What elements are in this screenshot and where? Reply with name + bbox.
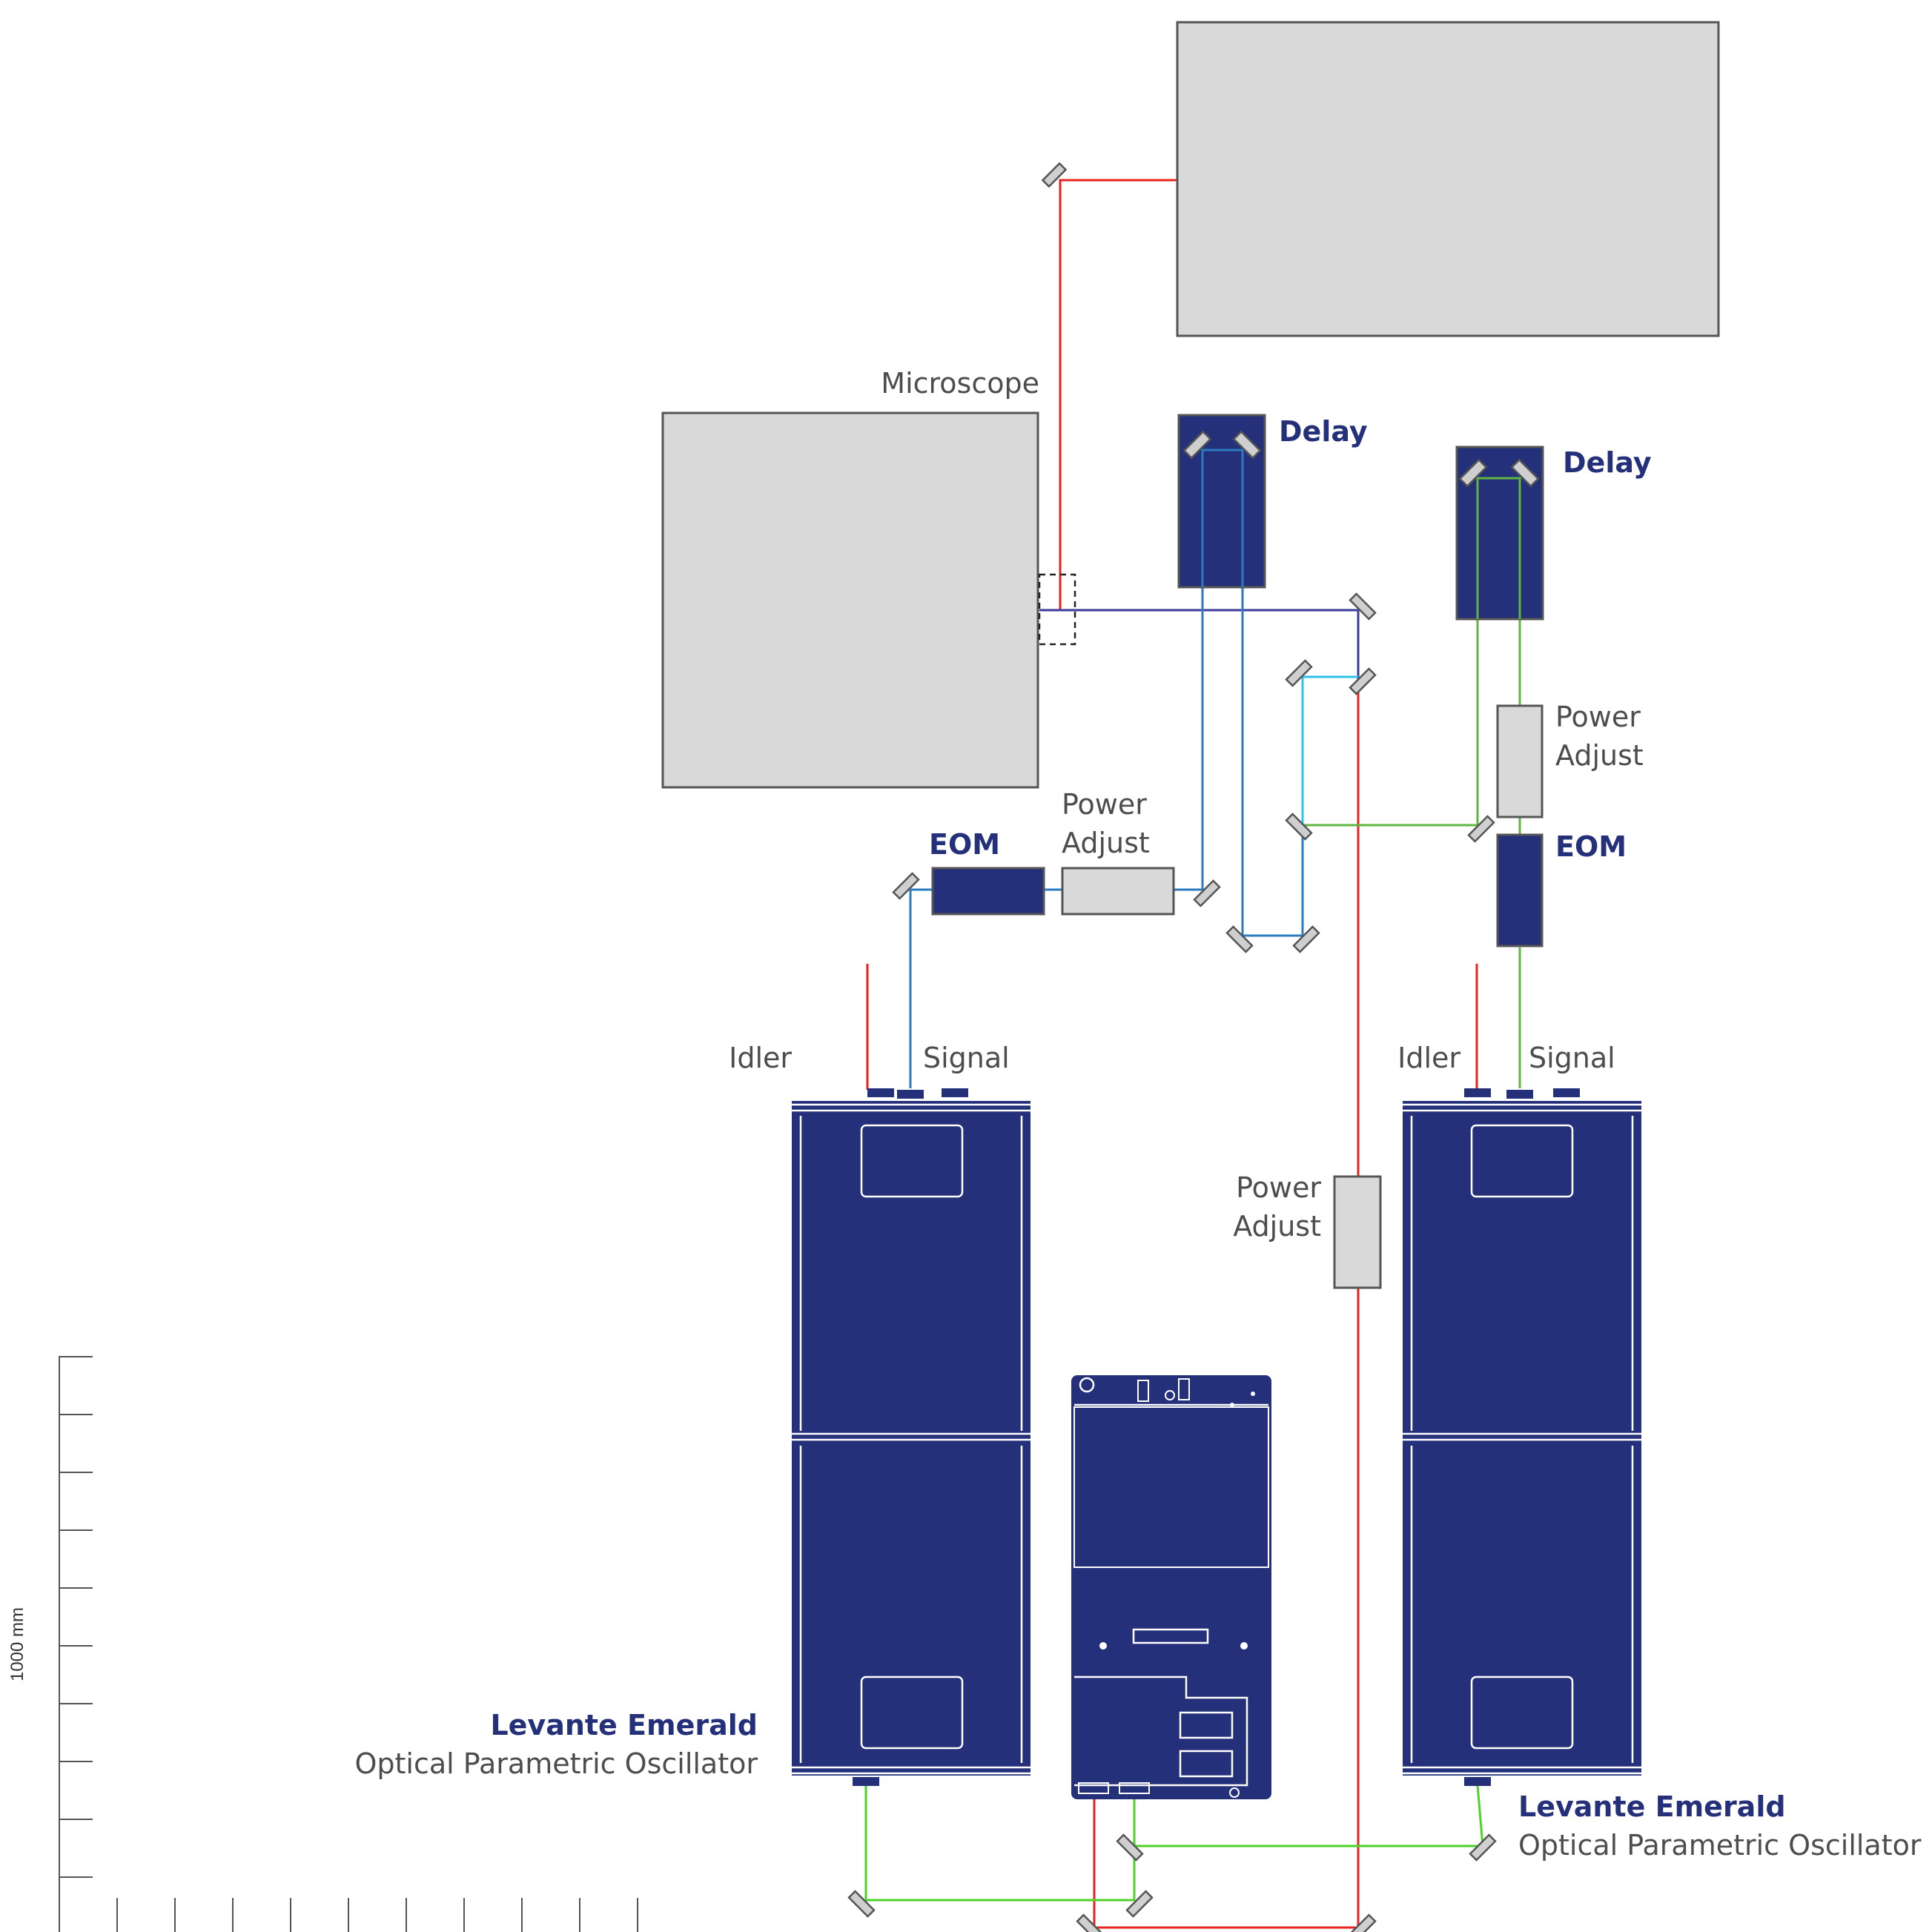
delay-stage-left: [1177, 414, 1266, 589]
mirror-delay-l1: [1182, 430, 1212, 460]
mirror-red-bottom-left: [1076, 1913, 1104, 1932]
power-adjust-center-line2: Adjust: [1062, 827, 1150, 859]
power-adjust-pump-line1: Power: [1236, 1171, 1321, 1204]
mirror-blue-right: [1193, 879, 1221, 907]
mirror-green-bottom-1: [847, 1890, 876, 1918]
delay-label-left: Delay: [1279, 415, 1368, 448]
opo-right-desc: Optical Parametric Oscillator: [1518, 1829, 1922, 1862]
signal-label-left: Signal: [923, 1042, 1010, 1074]
eom-right: [1496, 833, 1544, 947]
delay-right-beam: [1476, 477, 1521, 619]
opo-right-idler-port: [1464, 1088, 1491, 1097]
green-pump-beams: [864, 1784, 1484, 1902]
power-adjust-center: [1061, 867, 1175, 916]
pump-laser-unit: [1071, 1375, 1271, 1799]
mirrors: [847, 162, 1540, 1932]
eom-label-right: EOM: [1555, 830, 1627, 863]
opo-left-pump-port: [853, 1777, 879, 1786]
mirror-red-bottom-right: [1349, 1913, 1377, 1932]
opo-left-body: [792, 1101, 1030, 1776]
opo-left-window-top: [860, 1124, 964, 1198]
power-adjust-pump-line2: Adjust: [1233, 1210, 1321, 1243]
mirror-combiner: [1349, 592, 1377, 621]
power-adjust-right-line2: Adjust: [1555, 739, 1644, 772]
power-adjust-pump: [1333, 1175, 1382, 1289]
mirror-bottom-left: [1225, 925, 1254, 953]
mirror-bottom-right: [1292, 925, 1320, 953]
opo-left-desc: Optical Parametric Oscillator: [355, 1747, 758, 1780]
power-adjust-right-line1: Power: [1555, 701, 1641, 733]
pump-beam-red: [866, 179, 1478, 1929]
power-adjust-right: [1496, 704, 1544, 818]
opo-left-name: Levante Emerald: [490, 1709, 758, 1741]
opo-right: [1403, 1088, 1641, 1786]
mirror-green-bottom-4: [1469, 1833, 1497, 1862]
opo-left-aux-port: [942, 1088, 968, 1097]
signal-label-right: Signal: [1529, 1042, 1615, 1074]
opo-right-window-bottom: [1470, 1675, 1574, 1750]
mirror-green-bottom-2: [1125, 1890, 1154, 1918]
opo-right-name: Levante Emerald: [1518, 1790, 1786, 1823]
opo-right-window-top: [1470, 1124, 1574, 1198]
pump-laser-body: [1071, 1375, 1271, 1799]
mirror-blue-left: [892, 872, 920, 900]
idler-label-right: Idler: [1397, 1042, 1460, 1074]
opo-right-pump-port: [1464, 1777, 1491, 1786]
opo-left-idler-port: [867, 1088, 894, 1097]
scale-label: 1000 mm: [7, 1607, 27, 1681]
opo-left-signal-port: [897, 1090, 924, 1099]
microscope-box: [661, 411, 1039, 789]
mirror-cyan-top: [1285, 659, 1313, 687]
eom-label-left: EOM: [929, 828, 1000, 861]
power-adjust-center-line1: Power: [1062, 788, 1147, 821]
top-laser-box: [1176, 21, 1720, 337]
microscope-label: Microscope: [881, 367, 1039, 400]
opo-right-aux-port: [1553, 1088, 1580, 1097]
mirror-delay-r1: [1458, 458, 1488, 488]
opo-left: [792, 1088, 1030, 1786]
eom-left: [931, 867, 1045, 916]
opo-left-window-bottom: [860, 1675, 964, 1750]
mirror-green-bottom-3: [1116, 1833, 1144, 1862]
combined-beam: [1039, 609, 1360, 680]
opo-right-body: [1403, 1101, 1641, 1776]
mirror-top: [1041, 162, 1068, 188]
mirror-green-mid: [1285, 813, 1313, 841]
delay-label-right: Delay: [1563, 446, 1652, 479]
mirror-green-right: [1467, 815, 1495, 843]
delay-left-beam: [1201, 449, 1244, 587]
mirror-dichroic: [1349, 667, 1377, 695]
scale-bar: [59, 1356, 638, 1932]
opo-right-signal-port: [1506, 1090, 1533, 1099]
mirror-delay-l2: [1232, 430, 1262, 460]
idler-label-left: Idler: [729, 1042, 792, 1074]
signal-beam-cyan: [1301, 675, 1358, 827]
mirror-delay-r2: [1510, 458, 1540, 488]
